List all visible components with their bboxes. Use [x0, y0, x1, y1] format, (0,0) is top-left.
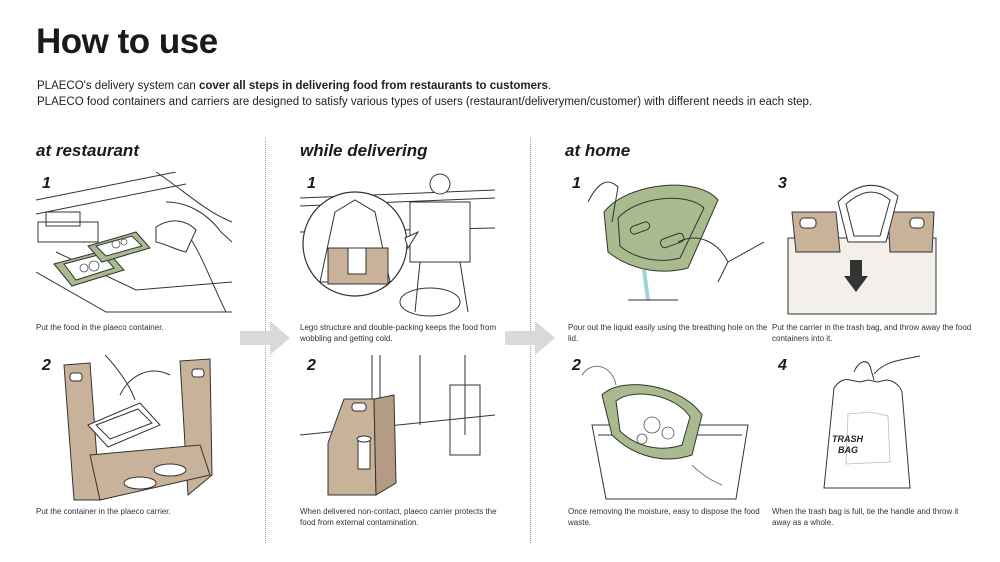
step-caption: Put the carrier in the trash bag, and th… — [772, 323, 972, 343]
step-caption: When the trash bag is full, tie the hand… — [772, 507, 959, 527]
step-number: 4 — [778, 357, 787, 374]
step-caption: Put the food in the plaeco container. — [36, 323, 164, 332]
flow-arrow-1 — [240, 321, 290, 355]
illustration-carrier-at-door — [300, 355, 495, 496]
trash-bag-label-line-2: BAG — [838, 445, 858, 455]
section-title-home: at home — [565, 141, 631, 160]
intro-line-1-suffix: . — [547, 80, 552, 92]
illustration-food-in-container — [36, 172, 232, 313]
illustration-carrier-in-trash-bag — [787, 184, 937, 315]
intro-line-1-bold: cover all steps in delivering food from … — [198, 80, 548, 92]
step-caption: Pour out the liquid easily using the bre… — [568, 323, 768, 343]
illustration-pour-liquid — [587, 181, 764, 301]
step-number: 2 — [42, 357, 51, 374]
step-number: 1 — [307, 175, 316, 192]
illustration-delivery-scooter — [300, 173, 495, 317]
step-number: 2 — [307, 357, 316, 374]
illustration-dispose-food-waste — [581, 365, 749, 500]
illustration-container-in-carrier — [63, 355, 213, 501]
flow-arrow-2 — [505, 321, 555, 355]
step-number: 1 — [572, 175, 581, 192]
section-title-restaurant: at restaurant — [36, 141, 139, 160]
intro-line-2: PLAECO food containers and carriers are … — [37, 96, 813, 108]
page-title: How to use — [36, 22, 218, 61]
step-caption: When delivered non-contact, plaeco carri… — [300, 507, 497, 527]
step-number: 3 — [778, 175, 787, 192]
step-caption: Once removing the moisture, easy to disp… — [568, 507, 760, 527]
intro-line-1-prefix: PLAECO's delivery system can — [37, 80, 199, 92]
intro-line-1: PLAECO's delivery system can cover all s… — [37, 80, 551, 92]
step-number: 1 — [42, 175, 51, 192]
trash-bag-label-line-1: TRASH — [832, 434, 863, 444]
step-caption: Lego structure and double-packing keeps … — [300, 323, 497, 343]
illustration-tied-trash-bag: TRASH BAG — [823, 355, 921, 489]
step-number: 2 — [572, 357, 581, 374]
section-title-delivering: while delivering — [300, 141, 428, 160]
step-caption: Put the container in the plaeco carrier. — [36, 507, 171, 516]
